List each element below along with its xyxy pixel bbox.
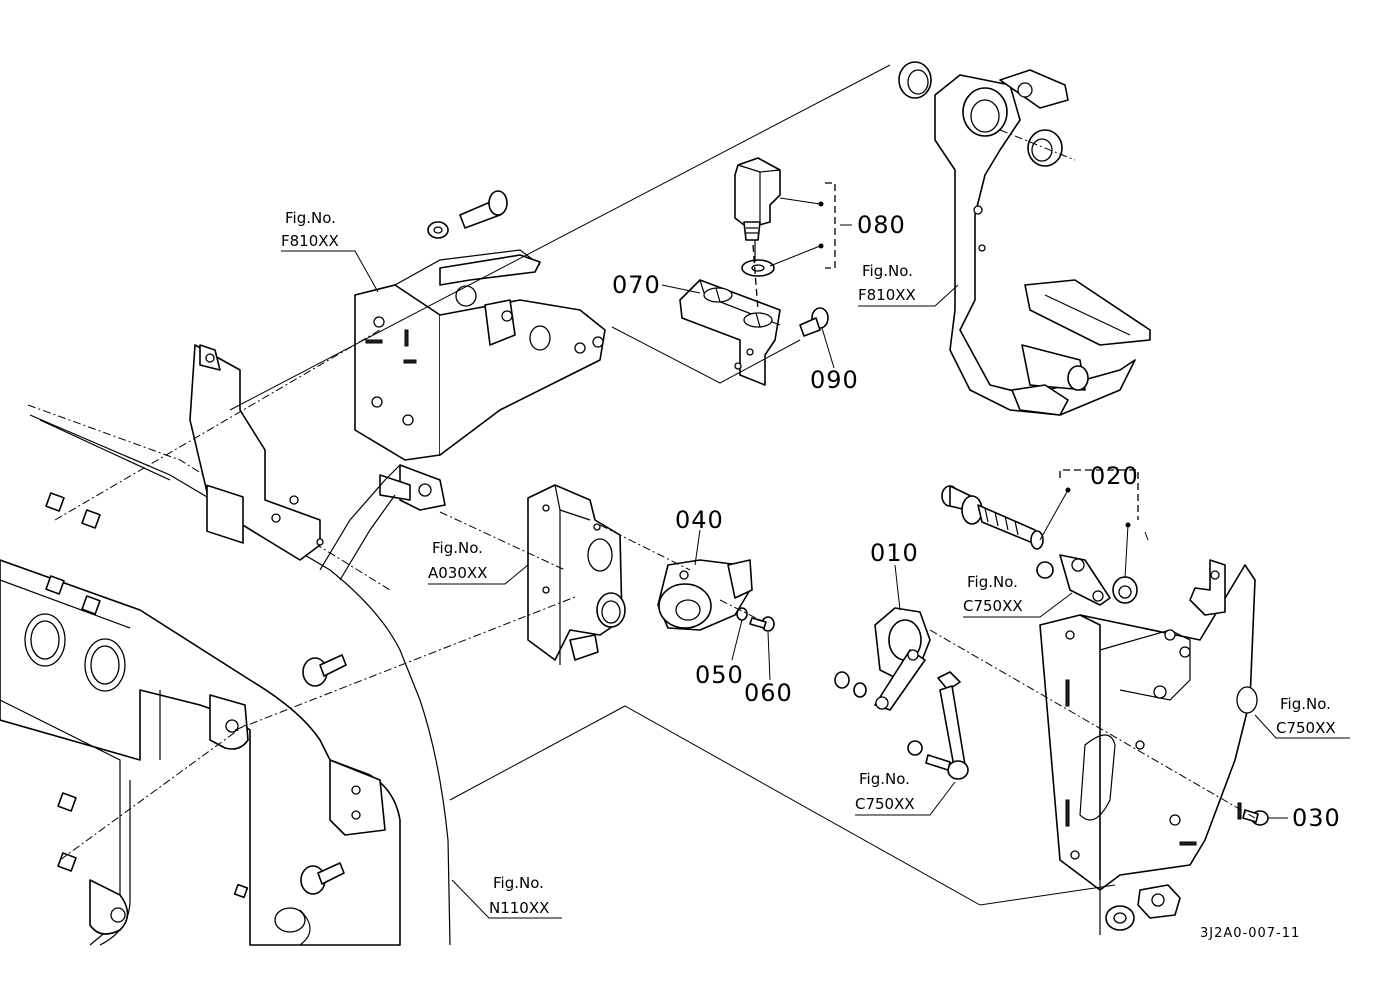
label-020: 020 xyxy=(1090,462,1139,490)
lever-010 xyxy=(834,607,969,780)
leader-070 xyxy=(661,284,701,294)
figref-number: F810XX xyxy=(858,286,916,304)
sensor-bracket-a030 xyxy=(527,484,626,665)
figref-f810-right: Fig.No. F810XX xyxy=(858,262,959,307)
switch-080 xyxy=(734,157,781,311)
brake-pedal-right xyxy=(898,61,1151,416)
label-010: 010 xyxy=(870,539,919,567)
leader-040 xyxy=(694,529,701,566)
figref-prefix: Fig.No. xyxy=(493,874,544,892)
leader-010 xyxy=(894,564,901,611)
label-080: 080 xyxy=(857,211,906,239)
right-side-panel xyxy=(1039,559,1258,935)
figref-a030: Fig.No. A030XX xyxy=(428,539,529,585)
figref-c750-upper: Fig.No. C750XX xyxy=(963,573,1073,618)
switch-bracket-070 xyxy=(679,279,781,386)
label-050: 050 xyxy=(695,661,744,689)
sensor-040 xyxy=(657,559,753,631)
figref-c750-right: Fig.No. C750XX xyxy=(1254,695,1350,739)
frame-upper-bracket xyxy=(189,344,446,581)
figref-number: C750XX xyxy=(963,597,1023,615)
main-frame xyxy=(0,404,451,946)
callout-080 xyxy=(769,182,852,269)
bolt-090 xyxy=(799,307,829,337)
label-040: 040 xyxy=(675,506,724,534)
label-060: 060 xyxy=(744,679,793,707)
leader-090 xyxy=(821,327,835,369)
figref-prefix: Fig.No. xyxy=(862,262,913,280)
leader-050 xyxy=(731,619,743,661)
shaft-assembly-020 xyxy=(941,485,1138,606)
label-030: 030 xyxy=(1292,804,1341,832)
figref-c750-lower: Fig.No. C750XX xyxy=(855,770,956,816)
figref-number: C750XX xyxy=(1276,719,1336,737)
figref-prefix: Fig.No. xyxy=(285,209,336,227)
figref-n110: Fig.No. N110XX xyxy=(451,874,562,919)
figref-prefix: Fig.No. xyxy=(1280,695,1331,713)
label-090: 090 xyxy=(810,366,859,394)
figref-prefix: Fig.No. xyxy=(859,770,910,788)
figref-number: A030XX xyxy=(428,564,487,582)
figref-f810-left: Fig.No. F810XX xyxy=(281,209,379,293)
pedal-bracket-assembly xyxy=(354,190,606,461)
screw-030 xyxy=(1242,809,1269,826)
screw-060 xyxy=(749,616,775,632)
leader-060 xyxy=(767,631,771,681)
figref-prefix: Fig.No. xyxy=(432,539,483,557)
drawing-code: 3J2A0-007-11 xyxy=(1200,926,1300,941)
figref-number: C750XX xyxy=(855,795,915,813)
figref-number: F810XX xyxy=(281,232,339,250)
assembly-lines xyxy=(54,64,1256,906)
label-070: 070 xyxy=(612,271,661,299)
figref-prefix: Fig.No. xyxy=(967,573,1018,591)
figref-number: N110XX xyxy=(489,899,549,917)
callout-020 xyxy=(1039,469,1149,579)
